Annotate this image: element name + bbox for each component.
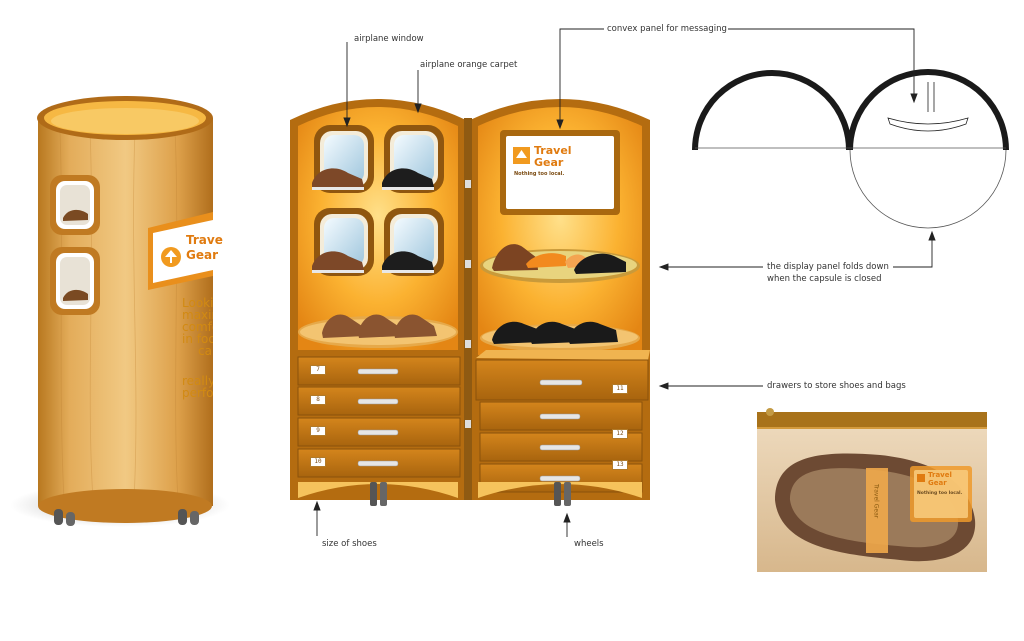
cylinder-brand-line1: Trave <box>186 233 223 247</box>
closed-capsule-cylinder <box>10 96 230 527</box>
drawers <box>297 350 650 493</box>
shoe-bag <box>757 408 987 572</box>
left-shelf <box>298 314 458 348</box>
drawer-number-badge: 11 <box>612 384 628 394</box>
capsule-base <box>298 482 642 506</box>
fold-diagram <box>692 69 1009 229</box>
panel-heading: Nothing too local. <box>514 171 565 177</box>
right-upper-shelf <box>480 244 640 283</box>
label-airplane-window: airplane window <box>354 34 424 44</box>
cylinder-slogan-line: Lookin <box>182 297 213 310</box>
airplane-window <box>312 208 374 276</box>
annotation-leaders <box>313 28 936 537</box>
cylinder-slogan-line: in footw <box>182 333 213 346</box>
bag-brand-line1: Travel <box>928 471 952 479</box>
drawer-number-badge: 8 <box>310 395 326 405</box>
airplane-windows <box>312 125 444 276</box>
cylinder-slogan-line: perform <box>182 387 213 400</box>
airplane-window <box>382 125 444 193</box>
bag-brand-line2: Gear <box>928 479 947 487</box>
cylinder-slogan-line: really <box>182 375 213 388</box>
label-size-of-shoes: size of shoes <box>322 539 377 549</box>
drawer-number-badge: 12 <box>612 429 628 439</box>
cylinder-slogan-line: car <box>198 345 213 358</box>
airplane-window <box>382 208 444 276</box>
panel-brand-line2: Gear <box>534 156 564 169</box>
label-wheels: wheels <box>574 539 604 549</box>
label-drawers: drawers to store shoes and bags <box>767 381 906 391</box>
convex-message-panel <box>500 130 620 215</box>
bag-heading: Nothing too local. <box>917 491 963 496</box>
right-lower-shelf <box>480 321 640 352</box>
airplane-window <box>312 125 374 193</box>
drawer-number-badge: 9 <box>310 426 326 436</box>
cylinder-brand-line2: Gear <box>186 248 219 262</box>
cylinder-slogan-line: maximu <box>182 309 213 322</box>
label-display-panel-line2: when the capsule is closed <box>767 274 882 284</box>
drawer-number-badge: 13 <box>612 460 628 470</box>
label-display-panel-line1: the display panel folds down <box>767 262 889 272</box>
cylinder-slogan-line: comfort <box>182 321 213 334</box>
drawer <box>479 401 643 431</box>
label-airplane-orange-carpet: airplane orange carpet <box>420 60 518 70</box>
drawer-number-badge: 10 <box>310 457 326 467</box>
panel-brand-line1: Travel <box>534 144 572 157</box>
drawer-number-badge: 7 <box>310 365 326 375</box>
label-convex-panel: convex panel for messaging <box>607 24 727 34</box>
bag-side-label: Travel Gear <box>872 484 880 519</box>
drawer <box>297 356 461 386</box>
